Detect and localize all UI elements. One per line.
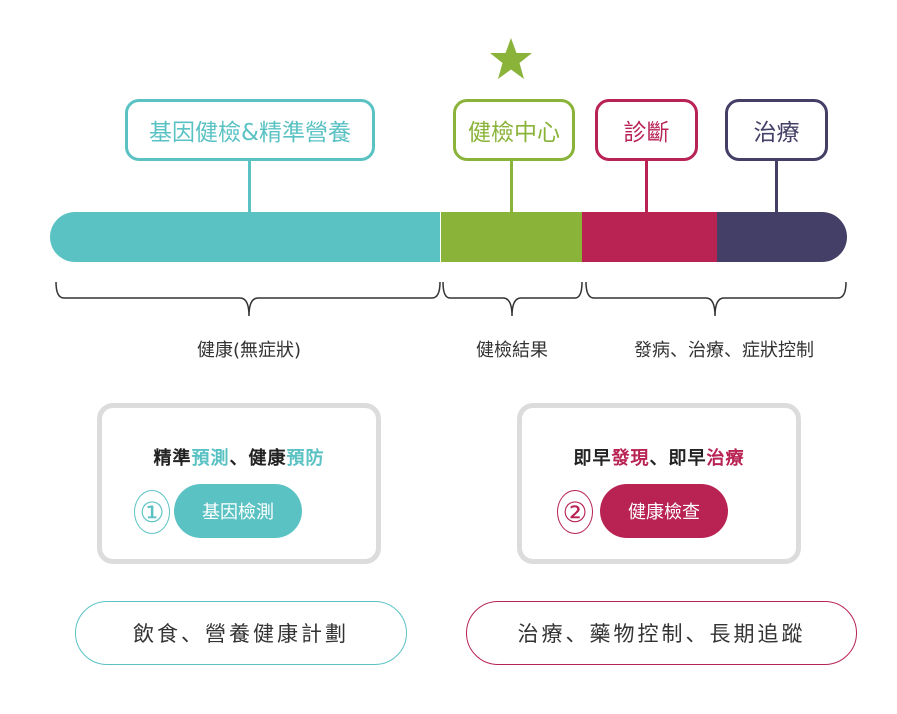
title-part: 、即早 [649, 448, 707, 469]
nutrition-plan-pill: 飲食、營養健康計劃 [75, 601, 407, 665]
brace [55, 281, 441, 317]
star-icon [490, 38, 532, 79]
connector-line [248, 160, 251, 212]
title-part: 即早 [573, 448, 612, 469]
health-checkup-button[interactable]: 健康檢查 [600, 484, 728, 538]
connector-line [645, 160, 648, 212]
tag-diagnosis: 診斷 [595, 99, 698, 161]
early-detection-card: 即早發現、即早治療 ② 健康檢查 [517, 403, 801, 564]
brace-label-onset: 發病、治療、症狀控制 [634, 340, 814, 361]
connector-line [510, 160, 513, 212]
brace-label-checkup-result: 健檢結果 [476, 340, 548, 361]
title-highlight: 預防 [286, 448, 325, 469]
tag-checkup-center: 健檢中心 [453, 99, 575, 161]
genetic-test-button[interactable]: 基因檢測 [174, 484, 302, 538]
connector-line [775, 160, 778, 212]
tag-treatment: 治療 [725, 99, 828, 161]
treatment-plan-pill: 治療、藥物控制、長期追蹤 [466, 601, 857, 665]
title-highlight: 預測 [191, 448, 230, 469]
step-number: ① [134, 490, 170, 534]
brace [585, 281, 847, 317]
prevention-card: 精準預測、健康預防 ① 基因檢測 [97, 403, 381, 564]
timeline-segment-healthy [50, 212, 440, 262]
brace-label-healthy: 健康(無症狀) [196, 340, 302, 361]
title-highlight: 治療 [706, 448, 745, 469]
braces [55, 281, 847, 317]
step-number: ② [557, 490, 593, 534]
title-part: 精準 [153, 448, 192, 469]
brace [442, 281, 583, 317]
timeline-segment-checkup [441, 212, 582, 262]
title-part: 、健康 [229, 448, 287, 469]
card-title: 即早發現、即早治療 [522, 444, 796, 470]
timeline-segment-diagnosis [582, 212, 717, 262]
title-highlight: 發現 [611, 448, 650, 469]
timeline-segment-treatment [717, 212, 847, 262]
tag-genetic-precision-nutrition: 基因健檢&精準營養 [125, 99, 375, 161]
card-title: 精準預測、健康預防 [102, 444, 376, 470]
